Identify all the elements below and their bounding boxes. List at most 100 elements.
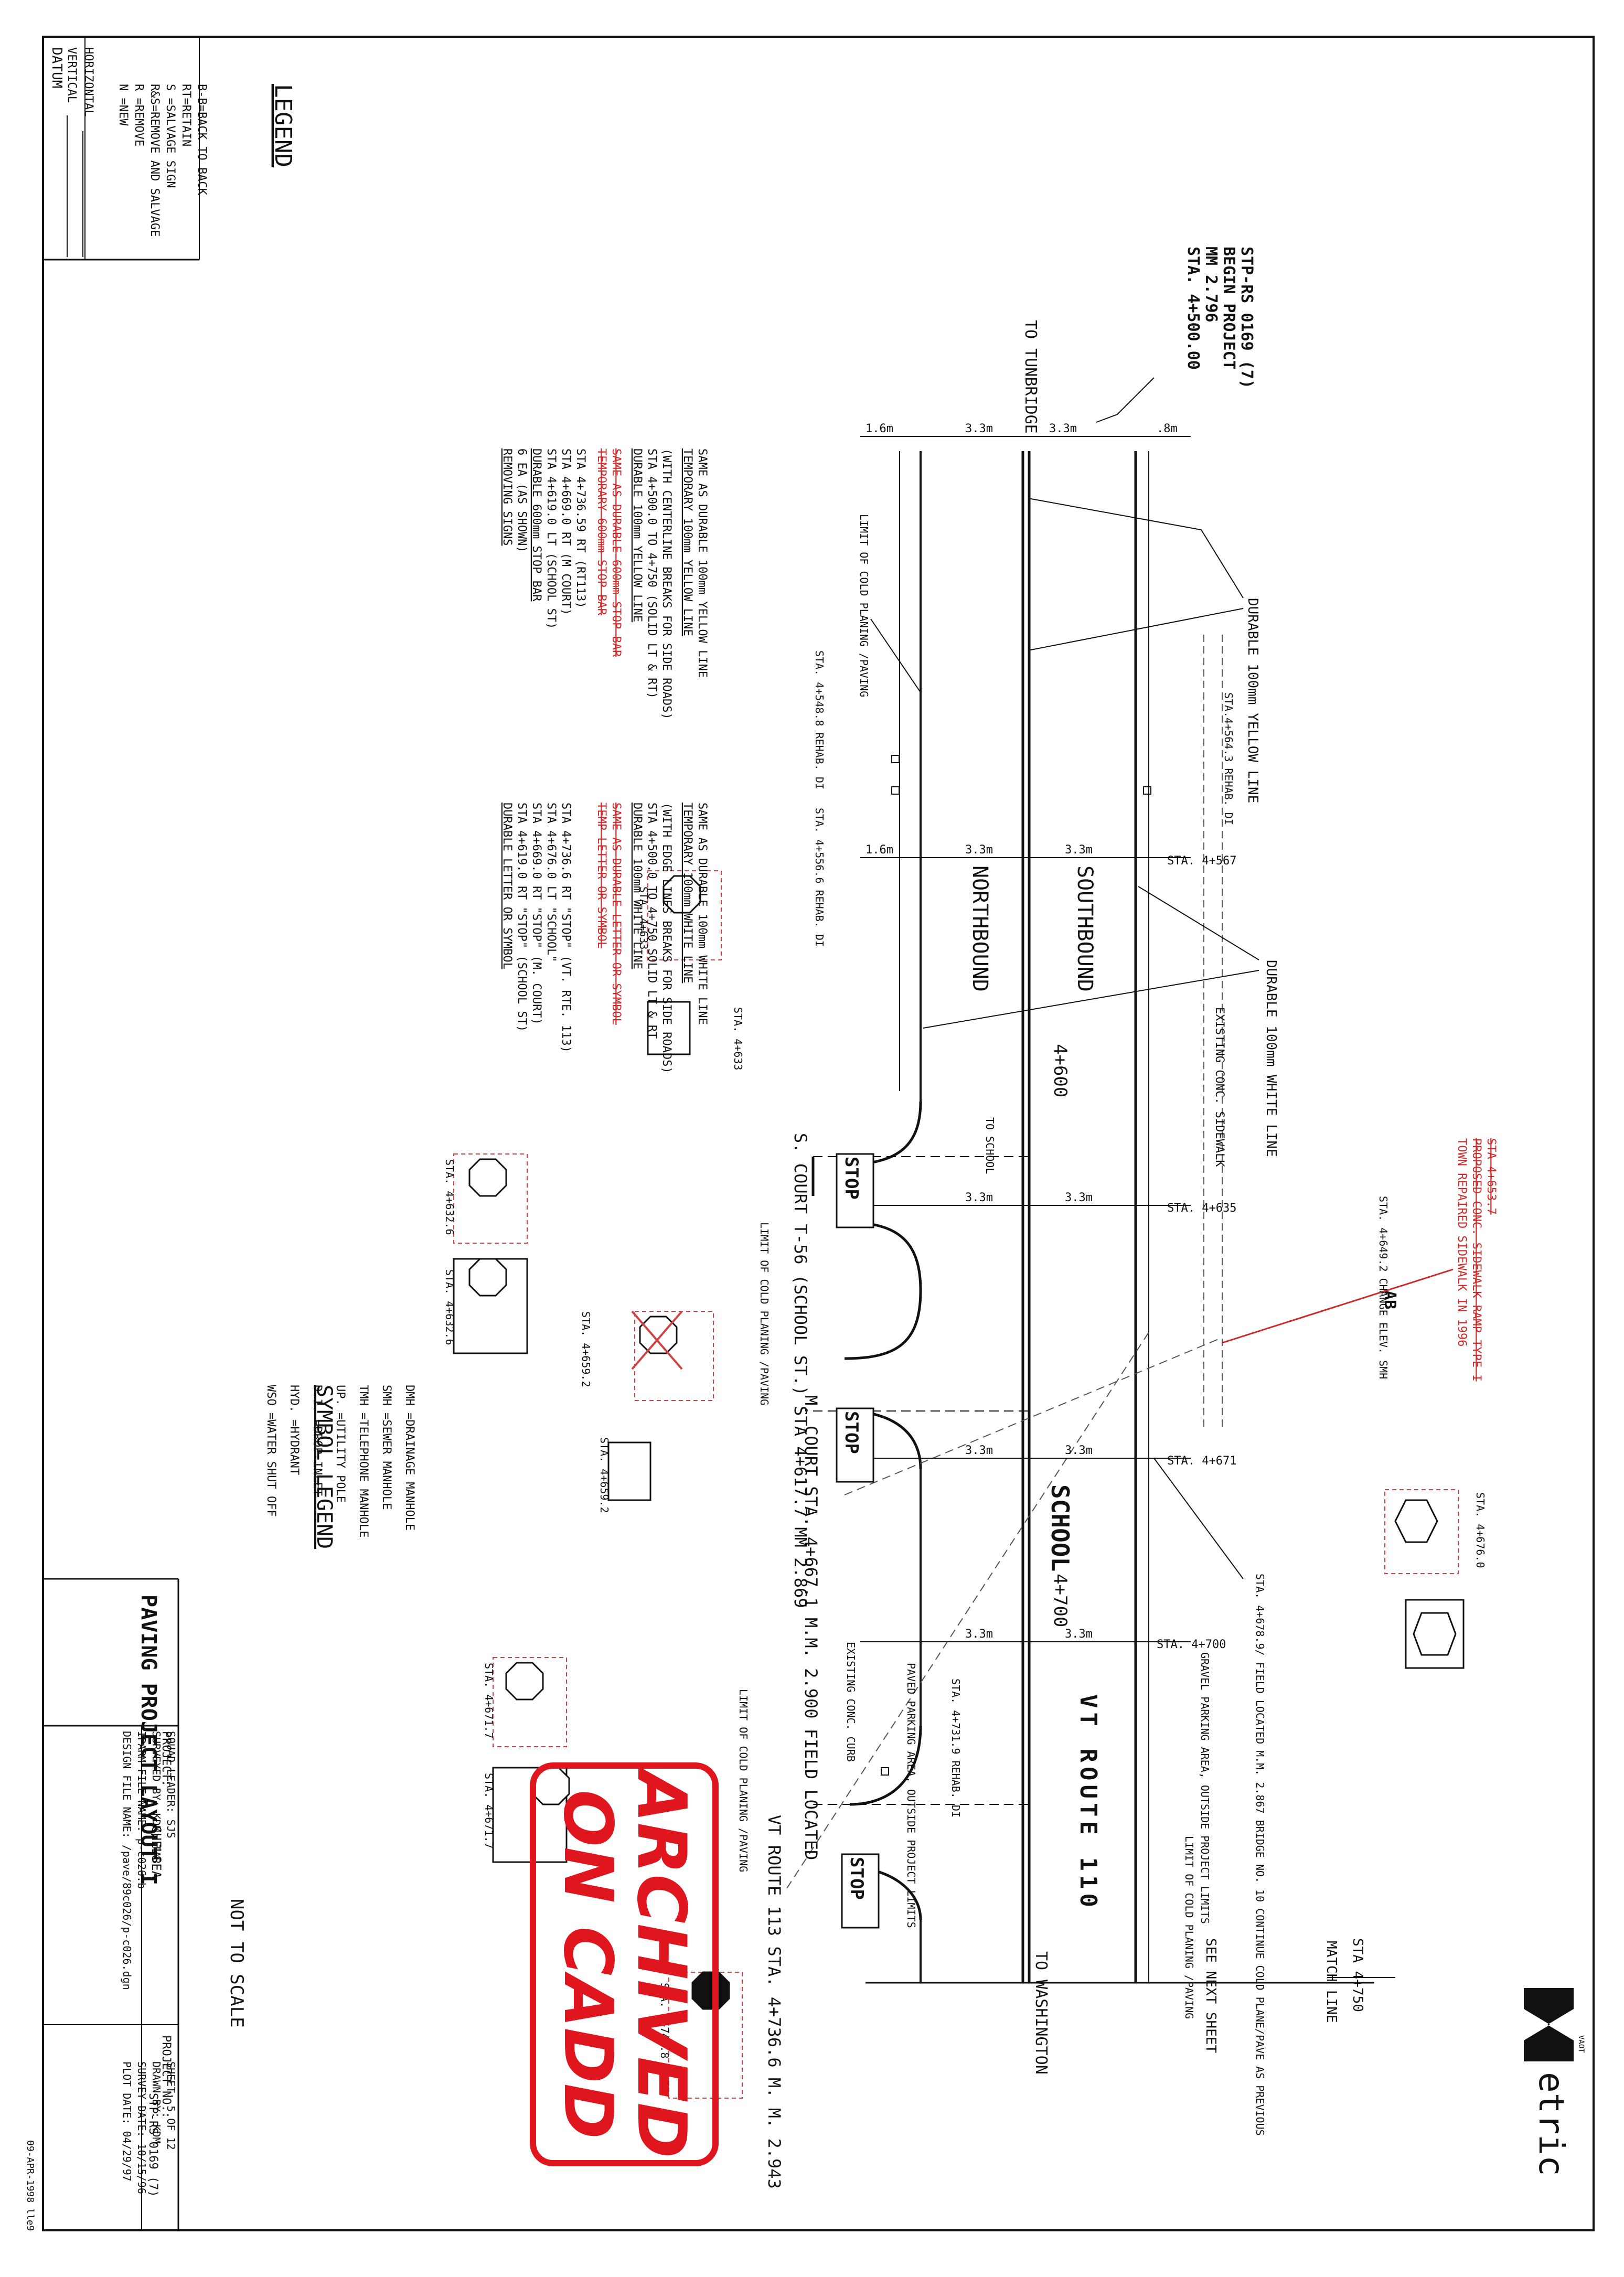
- svg-text:NOT TO SCALE: NOT TO SCALE: [226, 1899, 247, 2028]
- svg-text:(WITH CENTERLINE BREAKS FOR SI: (WITH CENTERLINE BREAKS FOR SIDE ROADS): [660, 448, 673, 720]
- svg-text:STP-RS 0169 (7): STP-RS 0169 (7): [146, 2093, 159, 2197]
- file-info: DESIGN FILE NAME: /pave/89c026/p-c026.dg…: [121, 1731, 177, 1990]
- symbol-legend-title: SYMBOL LEGEND: [312, 1385, 336, 1549]
- svg-text:PLOT DATE: 04/29/97: PLOT DATE: 04/29/97: [121, 2061, 133, 2182]
- legend-item: RT=RETAIN: [179, 84, 193, 146]
- project-no-label: PROJECT NO.:: [159, 2035, 173, 2119]
- svg-text:STA. 4+548.8 REHAB. DI: STA. 4+548.8 REHAB. DI: [813, 650, 826, 789]
- width-label: .8m: [1157, 422, 1178, 435]
- svg-text:STA 4+750: STA 4+750: [1350, 1938, 1365, 2012]
- svg-text:TEMPORARY 600mm STOP BAR: TEMPORARY 600mm STOP BAR: [595, 448, 608, 616]
- svg-text:DURABLE 100mm WHITE LINE: DURABLE 100mm WHITE LINE: [631, 803, 644, 969]
- svg-text:STOP: STOP: [841, 1411, 862, 1454]
- svg-text:STOP: STOP: [846, 1857, 867, 1900]
- to-washington-label: TO WASHINGTON: [1032, 1951, 1050, 2075]
- svg-text:BEGIN PROJECT: BEGIN PROJECT: [1220, 247, 1238, 370]
- svg-text:STA. 4+556.6 REHAB. DI: STA. 4+556.6 REHAB. DI: [813, 808, 826, 947]
- legend-item: N =NEW: [116, 84, 130, 126]
- width-dimensions: [860, 436, 1191, 1642]
- svg-text:STA. 4+632.6: STA. 4+632.6: [443, 1159, 456, 1235]
- limit-planing-label: LIMIT OF COLD PLANING /PAVING: [737, 1689, 750, 1872]
- svg-text:HYD. =HYDRANT: HYD. =HYDRANT: [287, 1385, 301, 1475]
- archived-stamp-text: ARCHIVED ON CADD: [549, 1770, 700, 2158]
- legend-item: R&S=REMOVE AND SALVAGE: [148, 84, 161, 237]
- svg-text:STA 4+500.0 TO 4+750 (SOLID LT: STA 4+500.0 TO 4+750 (SOLID LT & RT): [645, 448, 658, 699]
- title-block: [43, 1578, 179, 2230]
- gravel-parking-label: GRAVEL PARKING AREA, OUTSIDE PROJECT LIM…: [1199, 1652, 1211, 1924]
- archive-date: 09-APR-1998 lle9: [25, 2140, 36, 2231]
- svg-text:SURVEYED BY: KDM, TAB: SURVEYED BY: KDM, TAB: [150, 1731, 163, 1864]
- svg-text:STA 4+676.0 LT "SCHOOL": STA 4+676.0 LT "SCHOOL": [544, 803, 558, 963]
- svg-text:SYMBOL LEGEND: SYMBOL LEGEND: [312, 1385, 336, 1549]
- svg-text:4+700: 4+700: [1050, 1574, 1071, 1627]
- width-label: 3.3m: [965, 1444, 993, 1457]
- svg-text:STA 4+736.59 RT (RT113): STA 4+736.59 RT (RT113): [574, 448, 587, 608]
- rehab-di-label: STA. 4+548.8 REHAB. DI: [813, 650, 826, 789]
- svg-text:TOWN REPAIRED SIDEWALK IN 1996: TOWN REPAIRED SIDEWALK IN 1996: [1455, 1138, 1468, 1346]
- svg-text:EXISTING CONC. CURB: EXISTING CONC. CURB: [845, 1642, 857, 1762]
- legend-item: R =REMOVE: [132, 84, 145, 146]
- svg-text:DRAWN BY: KDM: DRAWN BY: KDM: [150, 2061, 163, 2144]
- datum-label: DATUM: [49, 47, 65, 88]
- school-pavement-marking: SCHOOL: [1046, 1484, 1074, 1572]
- limit-planing-label: LIMIT OF COLD PLANING /PAVING: [758, 1222, 771, 1405]
- width-labels: 1.6m 3.3m 3.3m .8m 1.6m 3.3m 3.3m 3.3m 3…: [866, 422, 1178, 1641]
- stop-sign-icon: [468, 1258, 507, 1297]
- svg-text:PROPOSED CONC. SIDEWALK RAMP T: PROPOSED CONC. SIDEWALK RAMP TYPE I: [1470, 1138, 1483, 1382]
- svg-text:STOP: STOP: [841, 1157, 862, 1200]
- paved-parking-label: PAVED PARKING AREA, OUTSIDE PROJECT LIMI…: [905, 1663, 917, 1928]
- svg-text:TEMPORARY 100mm WHITE LINE: TEMPORARY 100mm WHITE LINE: [681, 803, 694, 983]
- svg-text:STA. 4+747.8: STA. 4+747.8: [658, 1983, 671, 2059]
- existing-curb-label: EXISTING CONC. CURB: [845, 1642, 857, 1762]
- svg-text:GRAVEL PARKING AREA, OUTSIDE P: GRAVEL PARKING AREA, OUTSIDE PROJECT LIM…: [1199, 1652, 1211, 1924]
- sheet-border: [42, 36, 1595, 2231]
- stamp-line-1: ARCHIVED: [622, 1770, 700, 2158]
- svg-text:UP. =UTILITY POLE: UP. =UTILITY POLE: [334, 1385, 347, 1503]
- bridge-note: STA. 4+678.9/ FIELD LOCATED M.M. 2.867 B…: [1254, 1574, 1266, 2136]
- svg-text:M. COURT STA. 4+667.1 M.M. 2.9: M. COURT STA. 4+667.1 M.M. 2.900 FIELD L…: [801, 1395, 821, 1860]
- school-crossing-sign-icon: [1413, 1612, 1457, 1656]
- svg-text:LIMIT OF COLD PLANING /PAVING: LIMIT OF COLD PLANING /PAVING: [1183, 1836, 1195, 2019]
- svg-text:EXISTING CONC. SIDEWALK: EXISTING CONC. SIDEWALK: [1213, 1007, 1226, 1167]
- northbound-label: NORTHBOUND: [968, 865, 992, 992]
- svg-text:VT ROUTE 110: VT ROUTE 110: [1075, 1694, 1102, 1911]
- symbol-legend: WSO =WATER SHUT OFF HYD. =HYDRANT D.I. =…: [264, 1385, 416, 1537]
- stop-sign-icon: [639, 1316, 678, 1354]
- to-tunbridge-label: TO TUNBRIDGE: [1021, 320, 1040, 434]
- svg-text:PAVING PROJECT LAYOUT I: PAVING PROJECT LAYOUT I: [136, 1595, 161, 1885]
- existing-sidewalk-label: EXISTING CONC. SIDEWALK: [1213, 1007, 1226, 1167]
- m-court-note: M. COURT STA. 4+667.1 M.M. 2.900 FIELD L…: [801, 1395, 821, 1860]
- drop-inlet-icon: [881, 755, 1151, 1776]
- sta-750-label: STA 4+750: [1350, 1938, 1365, 2012]
- durable-yellow-callout: DURABLE 100mm YELLOW LINE: [1245, 598, 1260, 803]
- svg-text:STA 4+736.6 RT "STOP" (VT. RTE: STA 4+736.6 RT "STOP" (VT. RTE. 113): [559, 803, 572, 1053]
- notes-block-2: DURABLE LETTER OR SYMBOL STA 4+619.0 RT …: [500, 803, 709, 1074]
- width-label: 1.6m: [866, 843, 893, 857]
- svg-text:SURVEY DATE: 10/15/96: SURVEY DATE: 10/15/96: [135, 2061, 148, 2194]
- notes-block-1: REMOVING SIGNS 6 EA (AS SHOWN) DURABLE 6…: [500, 448, 709, 720]
- svg-text:TO SCHOOL: TO SCHOOL: [984, 1117, 996, 1174]
- svg-text:DURABLE 100mm YELLOW LINE: DURABLE 100mm YELLOW LINE: [1245, 598, 1260, 803]
- width-label: 3.3m: [1065, 1191, 1093, 1204]
- width-label: 3.3m: [1065, 1444, 1093, 1457]
- date-info: PLOT DATE: 04/29/97 SURVEY DATE: 10/15/9…: [121, 2061, 177, 2194]
- stamp-line-2: ON CADD: [549, 1790, 627, 2139]
- change-elev-note: STA. 4+649.2 CHANGE ELEV. SMH: [1377, 1196, 1390, 1379]
- svg-text:SQUAD LEADER: SJS: SQUAD LEADER: SJS: [165, 1731, 177, 1838]
- width-label: 3.3m: [965, 1628, 993, 1641]
- svg-text:TO TUNBRIDGE: TO TUNBRIDGE: [1021, 320, 1040, 434]
- svg-text:SEE NEXT SHEET: SEE NEXT SHEET: [1203, 1938, 1219, 2053]
- stop-sign-icon: [468, 1158, 507, 1197]
- svg-text:STA. 4+633: STA. 4+633: [732, 1007, 744, 1070]
- limit-planing-label: LIMIT OF COLD PLANING /PAVING: [858, 514, 870, 697]
- road-lines: [786, 451, 1395, 1984]
- width-label: 3.3m: [1065, 843, 1093, 857]
- svg-text:REMOVING SIGNS: REMOVING SIGNS: [500, 448, 514, 546]
- station-labels: STA. 4+567 STA. 4+635 STA. 4+671 STA. 4+…: [1157, 854, 1236, 1651]
- southbound-label: SOUTHBOUND: [1073, 865, 1097, 992]
- width-label: 3.3m: [965, 843, 993, 857]
- svg-text:STA. 4+500.00: STA. 4+500.00: [1184, 247, 1202, 370]
- svg-text:DURABLE LETTER OR SYMBOL: DURABLE LETTER OR SYMBOL: [500, 803, 514, 969]
- project-label: PROJECT:: [159, 1731, 173, 1787]
